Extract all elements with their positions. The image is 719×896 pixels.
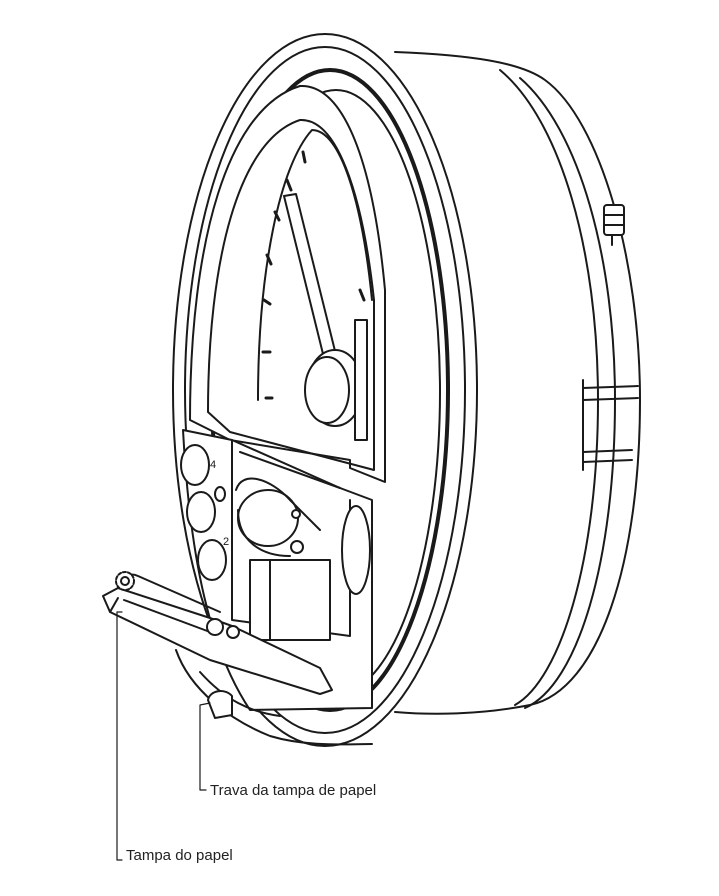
- gauge-scale: [261, 150, 366, 400]
- button-3[interactable]: [197, 539, 227, 581]
- button-2[interactable]: [186, 491, 216, 533]
- right-key[interactable]: [341, 505, 371, 595]
- paper-cover[interactable]: [102, 573, 373, 746]
- svg-text:4: 4: [210, 459, 216, 471]
- button-1[interactable]: [180, 444, 210, 486]
- speed-needle: [283, 193, 364, 427]
- paper-cover-latch[interactable]: [207, 690, 233, 719]
- rear-bolt-icon: [603, 204, 625, 246]
- front-buttons: 4 2: [180, 444, 229, 581]
- paper-roll-gear-icon: [115, 571, 135, 591]
- latch-leader-line: [199, 702, 211, 791]
- printer-mechanism: [235, 477, 331, 641]
- paper-cover-latch-label: Trava da tampa de papel: [210, 782, 377, 799]
- svg-text:2: 2: [223, 536, 229, 548]
- indicator-light: [214, 486, 226, 502]
- paper-cover-label: Tampa do papel: [126, 847, 233, 864]
- callout-lines: [116, 611, 211, 861]
- cover-leader-line: [116, 611, 123, 861]
- display-window: [189, 84, 386, 483]
